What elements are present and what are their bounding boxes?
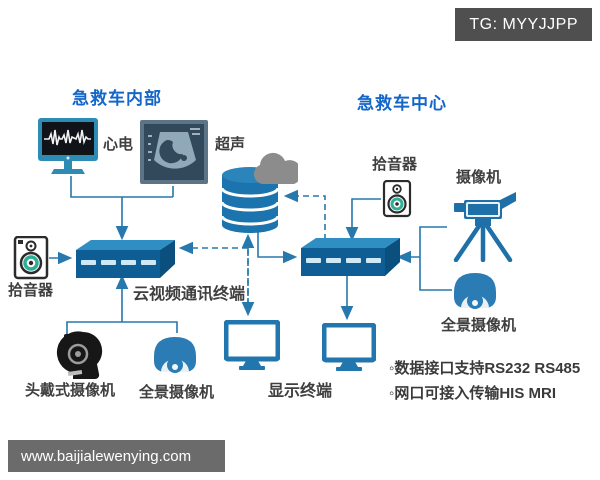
right-switch-icon [295,236,407,278]
cloud-icon [250,152,298,186]
ecg-monitor-icon [36,118,102,178]
head-camera-label: 头戴式摄像机 [25,382,116,399]
ecg-label: 心电 [103,136,134,153]
right-dome-camera-icon [452,270,498,314]
display-monitor-icon [322,323,376,371]
watermark-url: www.baijialewenying.com [8,440,225,472]
database-cloud-icon [222,166,278,234]
left-mic-label: 拾音器 [8,282,54,299]
note-line: ◦数据接口支持RS232 RS485 [389,356,580,381]
left-switch-label: 云视频通讯终端 [133,286,246,303]
note-bullet-icon: ◦ [389,385,395,402]
left-dome-camera-label: 全景摄像机 [139,384,215,401]
section-title-ambulance-center: 急救车中心 [357,94,447,113]
left-switch-icon [70,238,182,280]
head-mounted-camera-icon [50,330,112,382]
section-title-ambulance-interior: 急救车内部 [72,89,162,108]
right-speaker-icon [382,180,412,218]
right-mic-label: 拾音器 [372,156,418,173]
tripod-camera-label: 摄像机 [456,169,502,186]
notes-block: ◦数据接口支持RS232 RS485 ◦网口可接入传输HIS MRI [389,356,580,406]
tg-badge: TG: MYYJJPP [455,8,592,41]
ultrasound-label: 超声 [215,136,246,153]
display-monitor-icon [224,320,280,370]
ultrasound-icon [140,120,208,186]
note-text: 网口可接入传输HIS MRI [394,385,556,402]
left-speaker-icon [13,236,49,280]
tripod-camera-icon [440,188,520,262]
display-terminal-label: 显示终端 [268,383,333,400]
note-bullet-icon: ◦ [389,360,395,377]
note-text: 数据接口支持RS232 RS485 [394,360,581,377]
left-dome-camera-icon [152,334,198,378]
note-line: ◦网口可接入传输HIS MRI [389,381,580,406]
right-dome-camera-label: 全景摄像机 [441,317,517,334]
